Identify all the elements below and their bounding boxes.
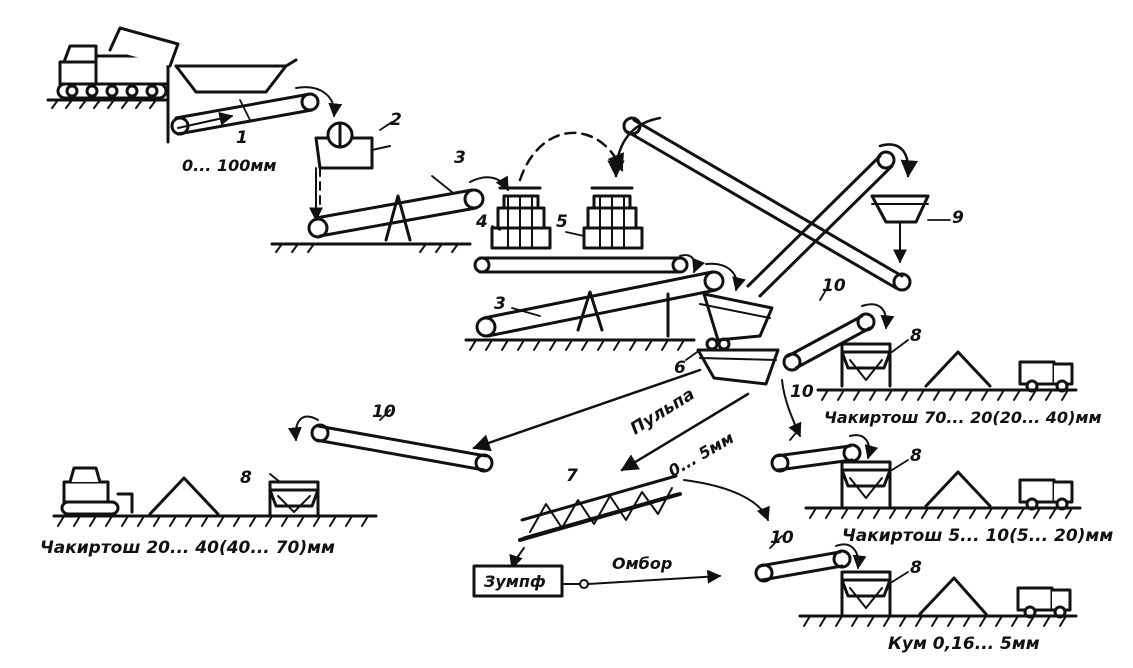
callout-10-r2: 10 <box>790 384 814 401</box>
callout-8-left: 8 <box>240 470 252 487</box>
caption-product-r1: Чакиртош 70... 20(20... 40)мм <box>824 410 1102 426</box>
callout-3-lower: 3 <box>494 296 506 313</box>
caption-storage: Омбор <box>612 556 672 572</box>
callout-8-r2: 8 <box>910 448 922 465</box>
callout-6: 6 <box>674 360 686 377</box>
caption-input-size: 0... 100мм <box>182 158 277 174</box>
callout-10-r1: 10 <box>822 278 846 295</box>
caption-product-r3: Кум 0,16... 5мм <box>888 636 1040 653</box>
callout-3-upper: 3 <box>454 150 466 167</box>
callout-10-left: 10 <box>372 404 396 421</box>
callout-9: 9 <box>952 210 964 227</box>
callout-8-r1: 8 <box>910 328 922 345</box>
caption-sump: Зумпф <box>484 574 546 590</box>
callout-1: 1 <box>236 130 248 147</box>
callout-10-r3: 10 <box>770 530 794 547</box>
callout-2: 2 <box>390 112 402 129</box>
callout-8-r3: 8 <box>910 560 922 577</box>
callout-5: 5 <box>556 214 568 231</box>
caption-product-left: Чакиртош 20... 40(40... 70)мм <box>40 540 335 557</box>
callout-7: 7 <box>566 468 578 485</box>
callout-4: 4 <box>476 214 488 231</box>
caption-product-r2: Чакиртош 5... 10(5... 20)мм <box>842 528 1113 545</box>
